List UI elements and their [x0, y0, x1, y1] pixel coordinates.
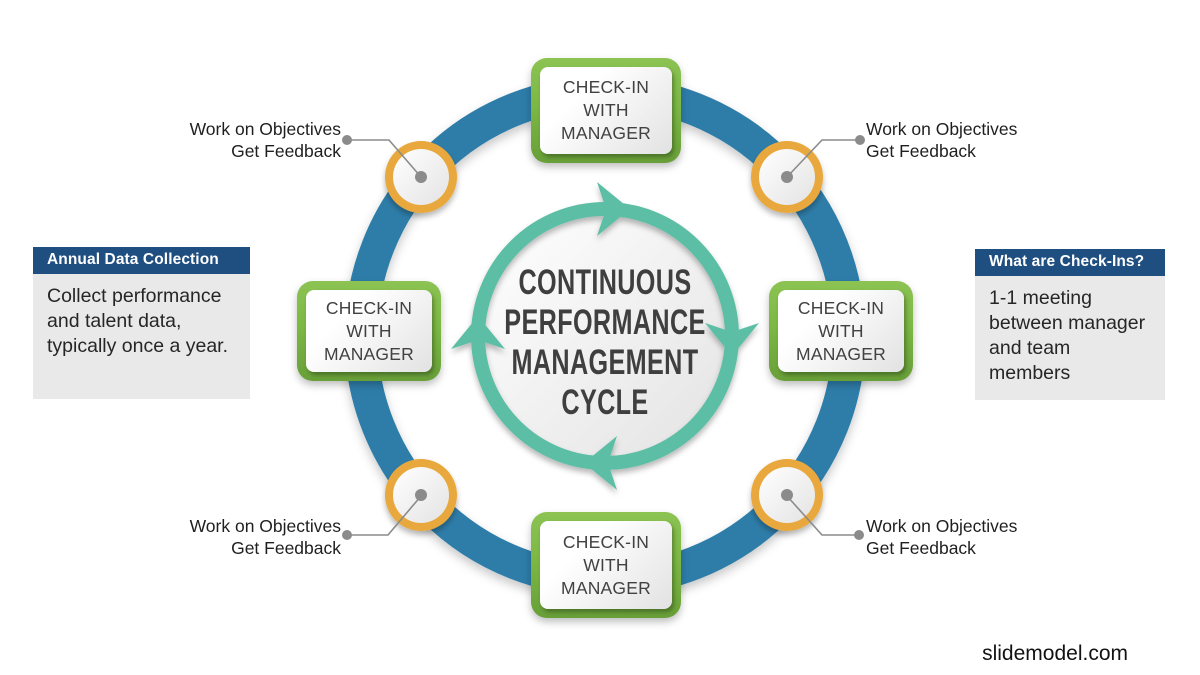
- callout-line1: Work on Objectives: [866, 516, 1018, 536]
- callout-top-right: Work on Objectives Get Feedback: [866, 119, 1017, 162]
- info-box-header: Annual Data Collection: [33, 247, 250, 274]
- checkin-box-left: CHECK-IN WITH MANAGER: [297, 281, 441, 381]
- cycle-arrow-top: [597, 182, 630, 236]
- milestone-center-dot: [415, 171, 427, 183]
- center-title-line: MANAGEMENT: [511, 343, 699, 382]
- center-title-line: CYCLE: [561, 383, 649, 422]
- checkin-box-face: CHECK-IN WITH MANAGER: [540, 67, 672, 154]
- checkin-box-label: CHECK-IN WITH MANAGER: [561, 77, 651, 143]
- cycle-arrow-left: [451, 316, 505, 349]
- milestone-center-dot: [781, 171, 793, 183]
- center-title: CONTINUOUS PERFORMANCE MANAGEMENT CYCLE: [490, 263, 720, 423]
- milestone-center-dot: [415, 489, 427, 501]
- callout-bottom-right: Work on Objectives Get Feedback: [866, 516, 1017, 559]
- info-box-annual-data-collection: Annual Data Collection Collect performan…: [33, 247, 250, 399]
- callout-line1: Work on Objectives: [866, 119, 1018, 139]
- callout-line-top-right: [786, 139, 860, 178]
- callout-line1: Work on Objectives: [189, 516, 341, 536]
- callout-line-bottom-right: [786, 495, 859, 536]
- info-box-header: What are Check-Ins?: [975, 249, 1165, 276]
- info-box-body: 1-1 meeting between manager and team mem…: [975, 276, 1165, 400]
- callout-line2: Get Feedback: [231, 140, 341, 161]
- callout-dots: [342, 135, 865, 540]
- callout-dot: [855, 135, 865, 145]
- callout-line2: Get Feedback: [866, 140, 976, 161]
- callout-dot: [342, 135, 352, 145]
- center-title-line: PERFORMANCE: [504, 303, 706, 342]
- callout-line2: Get Feedback: [231, 537, 341, 558]
- watermark: slidemodel.com: [982, 642, 1128, 665]
- callout-line2: Get Feedback: [866, 537, 976, 558]
- checkin-box-label: CHECK-IN WITH MANAGER: [561, 531, 651, 598]
- checkin-box-right: CHECK-IN WITH MANAGER: [769, 281, 913, 381]
- callout-bottom-left: Work on Objectives Get Feedback: [190, 516, 341, 559]
- callout-line-top-left: [347, 139, 422, 178]
- checkin-box-top: CHECK-IN WITH MANAGER: [531, 58, 681, 163]
- checkin-box-face: CHECK-IN WITH MANAGER: [306, 290, 432, 372]
- center-circle: [485, 216, 725, 456]
- callout-dot: [854, 530, 864, 540]
- cycle-arrow-bottom: [584, 436, 617, 490]
- checkin-box-face: CHECK-IN WITH MANAGER: [540, 521, 672, 609]
- checkin-box-label: CHECK-IN WITH MANAGER: [796, 297, 886, 364]
- info-box-what-are-check-ins: What are Check-Ins? 1-1 meeting between …: [975, 249, 1165, 400]
- milestone-center-dot: [781, 489, 793, 501]
- callout-line1: Work on Objectives: [189, 119, 341, 139]
- callout-dot: [342, 530, 352, 540]
- callout-lines: [347, 139, 860, 536]
- center-title-line: CONTINUOUS: [518, 263, 692, 302]
- callout-line-bottom-left: [347, 495, 422, 536]
- checkin-box-label: CHECK-IN WITH MANAGER: [324, 297, 414, 364]
- inner-cycle-ring: [451, 182, 759, 490]
- checkin-box-face: CHECK-IN WITH MANAGER: [778, 290, 904, 372]
- callout-top-left: Work on Objectives Get Feedback: [190, 119, 341, 162]
- info-box-body: Collect performance and talent data, typ…: [33, 274, 250, 399]
- checkin-box-bottom: CHECK-IN WITH MANAGER: [531, 512, 681, 618]
- cycle-arrow-right: [705, 323, 759, 356]
